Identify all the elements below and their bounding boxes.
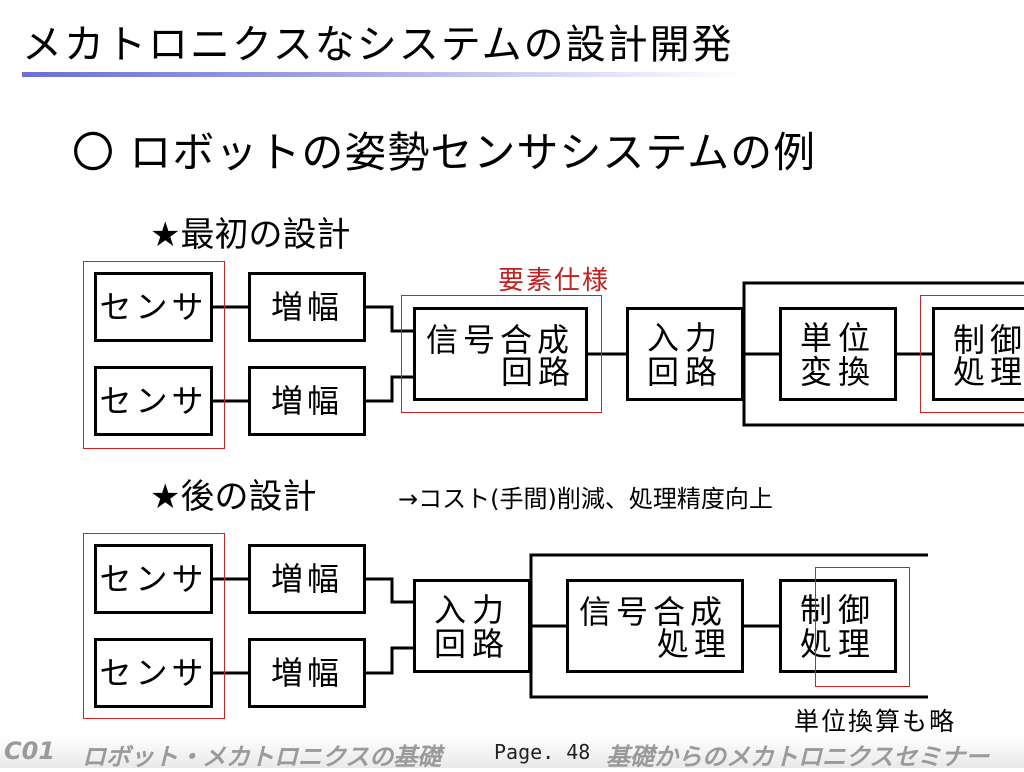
unit-conversion-omitted-note: 単位換算も略 <box>794 707 957 736</box>
slide-subtitle: 〇 ロボットの姿勢センサシステムの例 <box>72 128 817 177</box>
control-processing-label-line2: 処理 <box>799 625 876 663</box>
control-processing-highlight <box>815 567 910 687</box>
signal-combiner-label-line2: 処理 <box>656 625 731 663</box>
element-spec-label: 要素仕様 <box>498 266 611 296</box>
signal-combiner-box: 信号合成 回路 <box>413 307 588 401</box>
amplifier-label: 増幅 <box>270 560 343 598</box>
signal-combiner-box: 信号合成 処理 <box>566 579 744 673</box>
signal-combiner-label-line1: 信号合成 <box>426 321 575 359</box>
sensor-box: センサ <box>94 272 213 342</box>
sensor-box: センサ <box>94 544 213 614</box>
input-circuit-box: 入力 回路 <box>413 579 531 673</box>
initial-design-heading: ★最初の設計 <box>150 215 351 255</box>
control-processing-label-line1: 制御 <box>953 321 1024 359</box>
sensor-group-highlight <box>83 533 225 719</box>
footer-series-code: C01 <box>4 737 56 765</box>
title-underline <box>22 72 742 77</box>
input-circuit-label-line2: 回路 <box>433 625 510 663</box>
footer-page-number: Page. 48 <box>494 740 591 764</box>
sensor-label: センサ <box>99 382 208 420</box>
control-processing-highlight <box>920 295 1024 413</box>
footer-bar <box>0 735 1024 768</box>
sensor-group-highlight <box>83 261 225 449</box>
wire-amp1-combiner <box>366 305 413 333</box>
sensor-label: センサ <box>99 560 208 598</box>
control-processing-box: 制御 処理 <box>932 307 1024 401</box>
input-circuit-label-line1: 入力 <box>433 591 510 629</box>
slide-title: メカトロニクスなシステムの設計開発 <box>22 22 734 68</box>
amplifier-box: 増幅 <box>248 272 366 342</box>
wire-amp1-input-later <box>366 577 413 604</box>
amplifier-box: 増幅 <box>248 638 366 708</box>
signal-combiner-label-line2: 回路 <box>500 353 575 391</box>
unit-conversion-box: 単位 変換 <box>779 307 897 401</box>
sensor-box: センサ <box>94 366 213 436</box>
footer-course-title: ロボット・メカトロニクスの基礎 <box>82 743 442 771</box>
control-processing-box: 制御 処理 <box>779 579 897 673</box>
wire-bus-frame-top <box>742 281 1024 427</box>
footer-seminar-title: 基礎からのメカトロニクスセミナー <box>606 743 990 771</box>
control-processing-label-line1: 制御 <box>799 591 876 629</box>
unit-conversion-label-line2: 変換 <box>799 353 876 391</box>
later-design-heading: ★後の設計 <box>150 477 317 517</box>
amplifier-label: 増幅 <box>270 654 343 692</box>
wire-amp2-input-later <box>366 646 413 675</box>
wire-bus-frame-later <box>529 553 928 699</box>
unit-conversion-label-line1: 単位 <box>799 319 876 357</box>
signal-combiner-label-line1: 信号合成 <box>579 593 728 631</box>
amplifier-box: 増幅 <box>248 544 366 614</box>
input-circuit-label-line2: 回路 <box>646 353 723 391</box>
signal-combiner-highlight <box>401 295 602 413</box>
control-processing-label-line2: 処理 <box>953 353 1024 391</box>
sensor-label: センサ <box>99 654 208 692</box>
amplifier-label: 増幅 <box>270 288 343 326</box>
wire-amp2-combiner <box>366 375 413 403</box>
later-design-note: →コスト(手間)削減、処理精度向上 <box>398 485 773 513</box>
sensor-box: センサ <box>94 638 213 708</box>
amplifier-label: 増幅 <box>270 382 343 420</box>
input-circuit-label-line1: 入力 <box>646 319 723 357</box>
sensor-label: センサ <box>99 288 208 326</box>
amplifier-box: 増幅 <box>248 366 366 436</box>
input-circuit-box: 入力 回路 <box>626 307 744 401</box>
